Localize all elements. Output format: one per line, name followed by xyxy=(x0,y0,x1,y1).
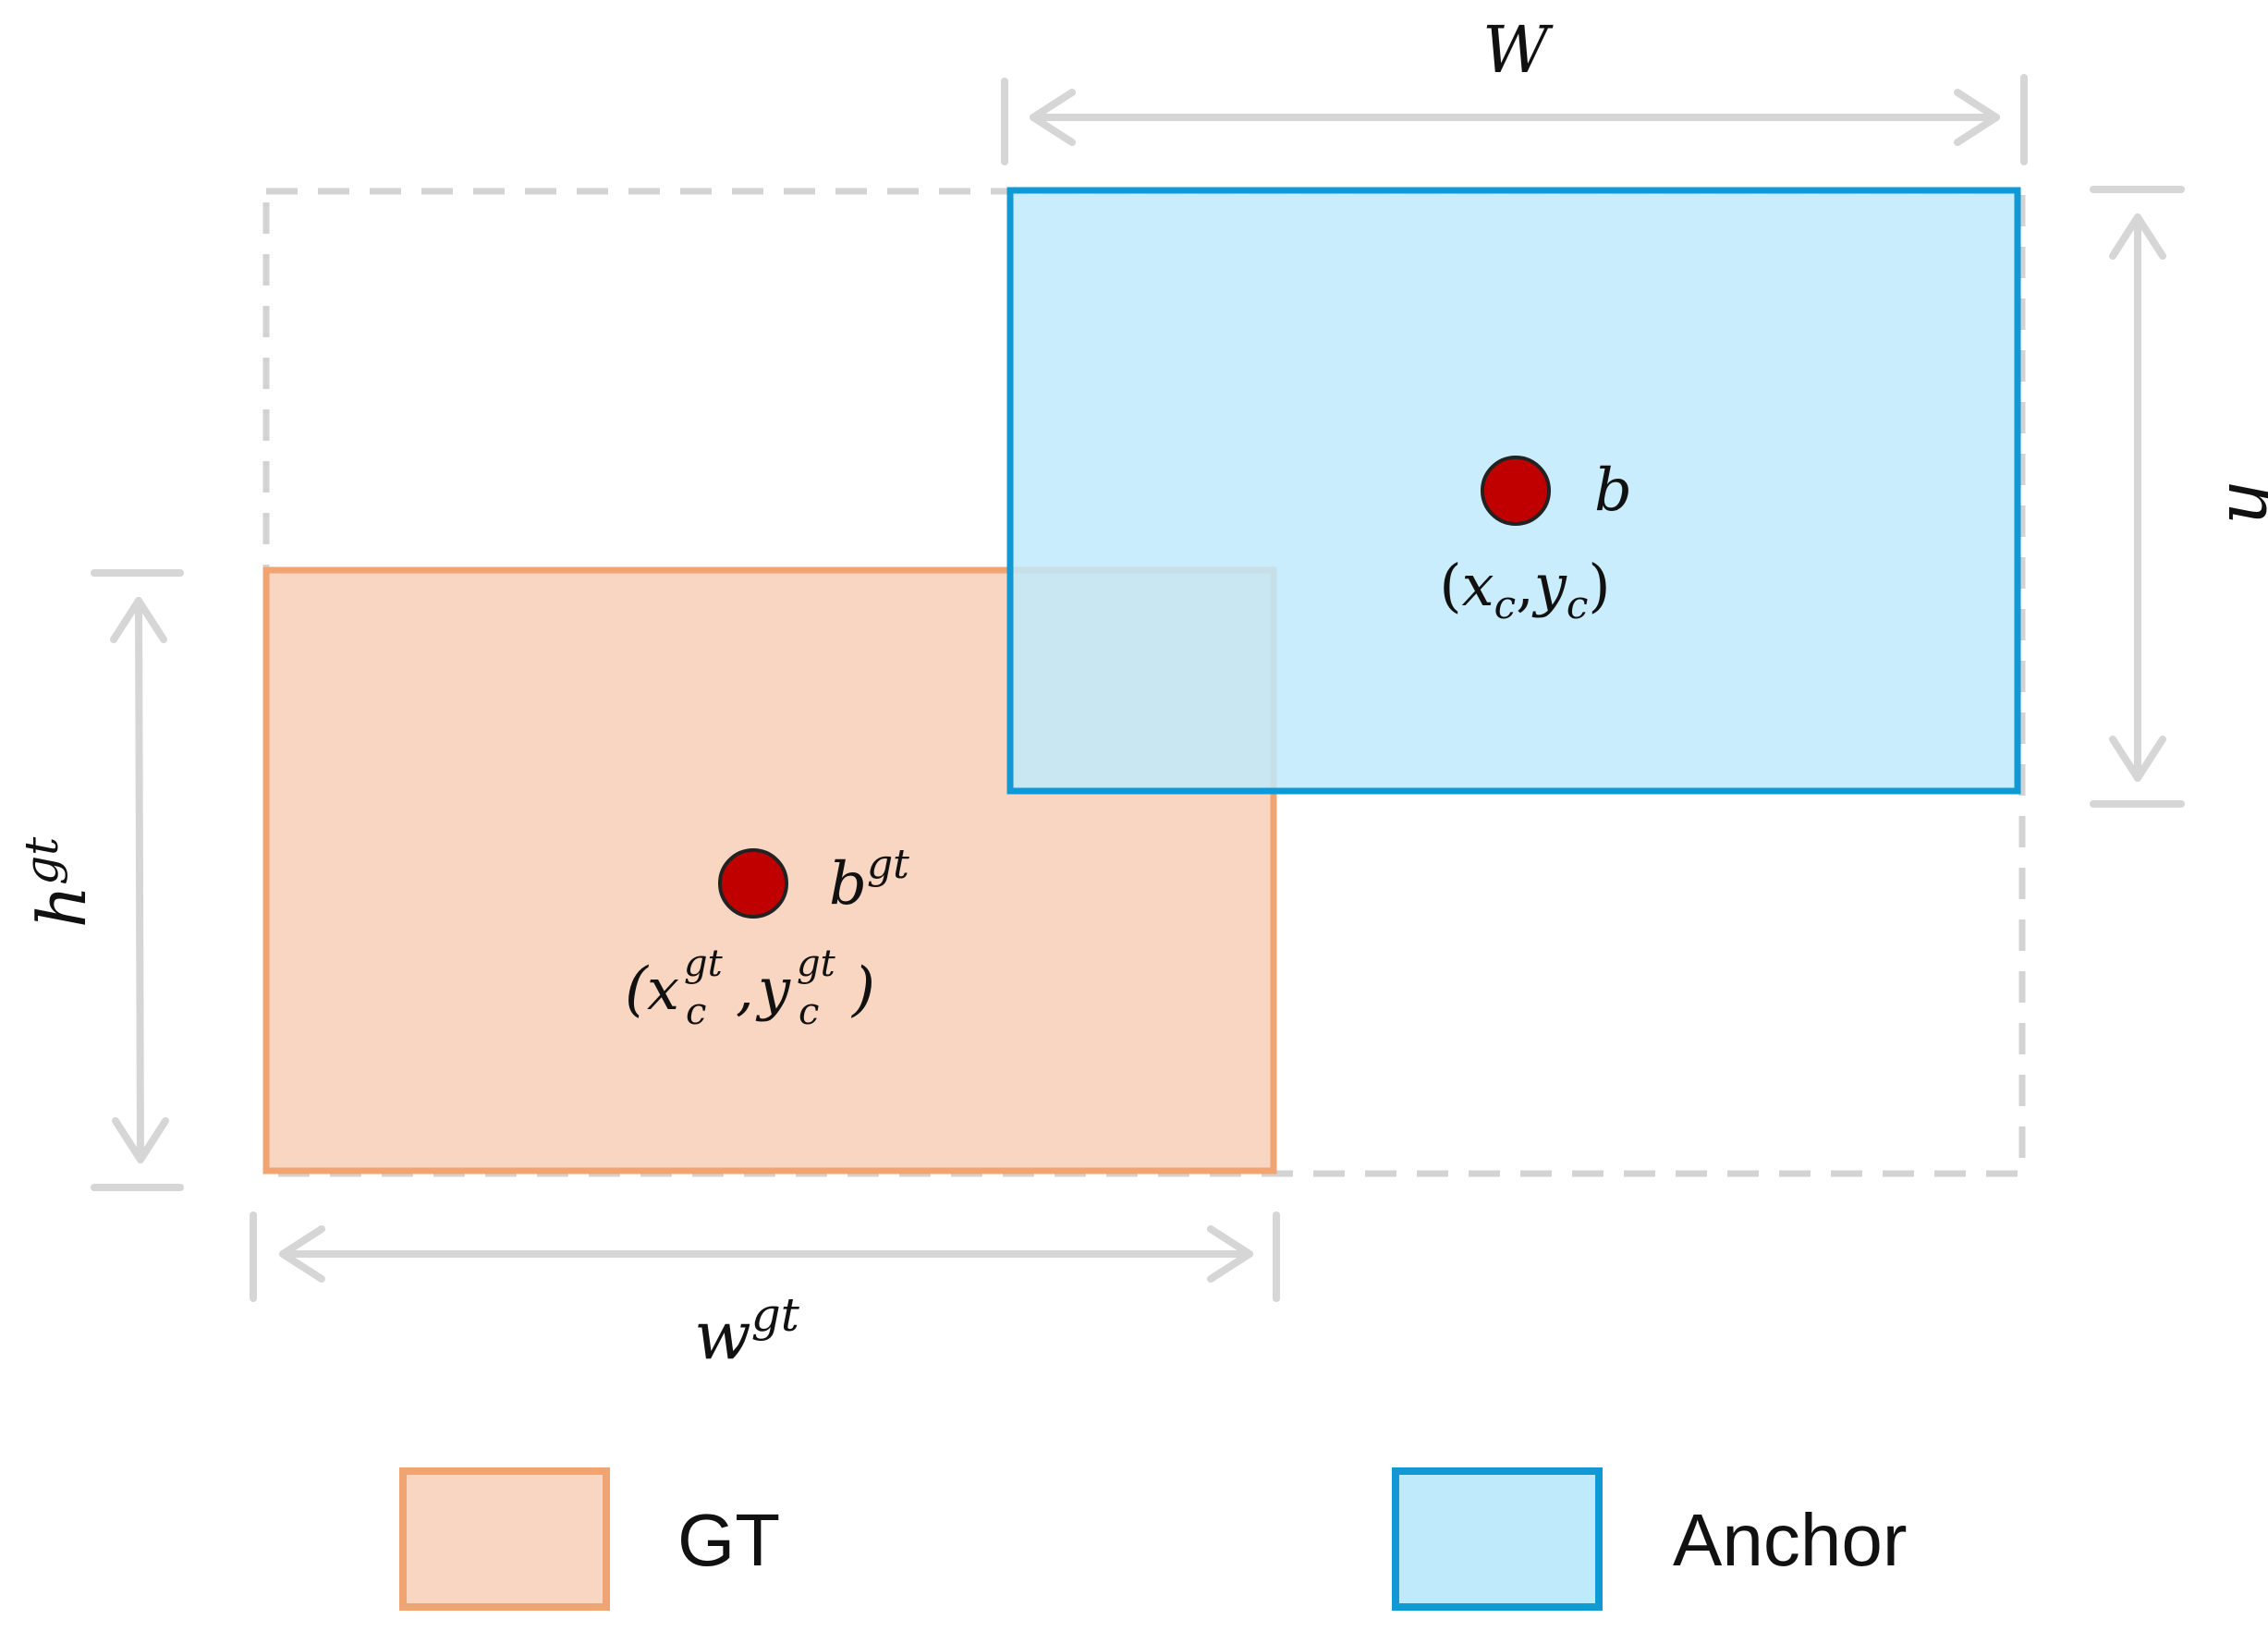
anchor-height-label: h xyxy=(2213,481,2268,527)
legend-gt-swatch xyxy=(399,1467,610,1611)
svg-text:c: c xyxy=(686,991,706,1033)
legend-gt-label: GT xyxy=(677,1499,780,1581)
svg-text:(: ( xyxy=(625,955,650,1024)
anchor-height-dimension xyxy=(2090,186,2185,808)
legend: GT Anchor xyxy=(399,1467,1907,1611)
gt-height-label: hgt xyxy=(15,836,101,928)
gt-center-point xyxy=(718,848,788,919)
svg-text:x: x xyxy=(647,955,679,1023)
svg-text:): ) xyxy=(850,955,875,1024)
anchor-width-label: W xyxy=(1482,12,1554,88)
legend-anchor-label: Anchor xyxy=(1673,1499,1907,1581)
anchor-width-dimension xyxy=(1001,74,2028,165)
anchor-center-label: b xyxy=(1594,456,1632,525)
gt-center-coordinates: ( x gt c , y gt c ) xyxy=(625,943,875,1033)
gt-width-dimension xyxy=(250,1211,1280,1302)
gt-height-dimension xyxy=(91,569,184,1191)
legend-anchor-swatch xyxy=(1392,1467,1603,1611)
anchor-center-point xyxy=(1481,456,1551,526)
svg-text:,: , xyxy=(736,955,754,1023)
svg-text:gt: gt xyxy=(797,943,836,985)
anchor-center-coordinates: (xc,yc) xyxy=(1439,552,1610,627)
svg-text:y: y xyxy=(755,955,791,1023)
svg-text:c: c xyxy=(799,991,819,1033)
gt-width-label: wgt xyxy=(694,1288,800,1374)
svg-text:gt: gt xyxy=(684,943,724,985)
gt-center-label: bgt xyxy=(829,841,909,919)
